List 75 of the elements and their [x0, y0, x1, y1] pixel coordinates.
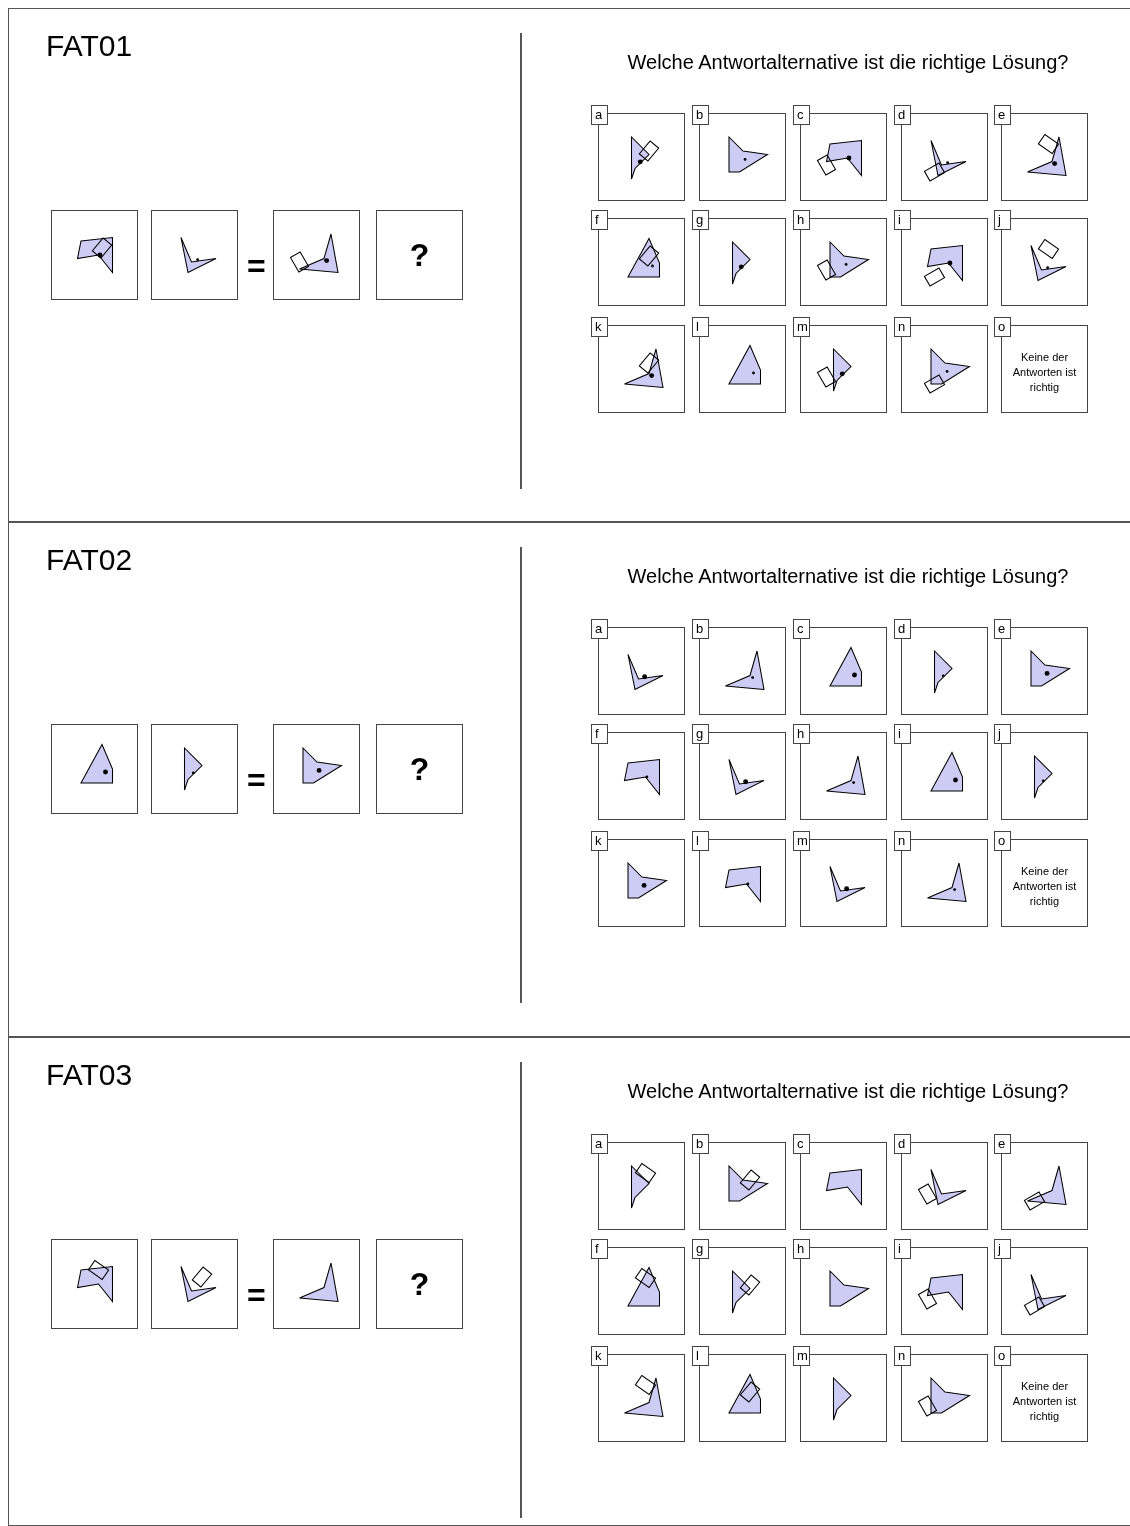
answer-placeholder-box — [376, 1239, 463, 1329]
option-letter-tag: j — [994, 210, 1011, 230]
option-letter-tag: l — [692, 317, 709, 337]
figure-box — [151, 210, 238, 300]
option-text: Keine der Antworten ist richtig — [1011, 864, 1078, 909]
option-letter-tag: d — [894, 619, 911, 639]
option-letter-tag: f — [591, 724, 608, 744]
option-letter-tag: c — [793, 619, 810, 639]
figure-box — [151, 1239, 238, 1329]
option-letter-tag: g — [692, 210, 709, 230]
option-letter-tag: a — [591, 619, 608, 639]
figure-box — [273, 724, 360, 814]
question-mark: ? — [409, 750, 430, 789]
option-letter-tag: a — [591, 1134, 608, 1154]
figure-box — [51, 724, 138, 814]
option-letter-tag: i — [894, 724, 911, 744]
answer-placeholder-box — [376, 724, 463, 814]
option-letter-tag: b — [692, 105, 709, 125]
question-panel — [8, 1037, 1130, 1526]
figure-box — [273, 210, 360, 300]
question-panel — [8, 522, 1130, 1037]
figure-box — [151, 724, 238, 814]
option-letter-tag: d — [894, 1134, 911, 1154]
option-letter-tag: m — [793, 831, 810, 851]
answer-placeholder-box — [376, 210, 463, 300]
option-letter-tag: i — [894, 210, 911, 230]
option-letter-tag: g — [692, 724, 709, 744]
option-letter-tag: h — [793, 210, 810, 230]
option-letter-tag: e — [994, 105, 1011, 125]
option-letter-tag: f — [591, 210, 608, 230]
option-letter-tag: b — [692, 619, 709, 639]
option-letter-tag: k — [591, 831, 608, 851]
equals-sign: = — [247, 247, 266, 286]
item-title: FAT02 — [46, 542, 133, 578]
option-letter-tag: j — [994, 724, 1011, 744]
option-letter-tag: a — [591, 105, 608, 125]
option-letter-tag: c — [793, 105, 810, 125]
option-letter-tag: h — [793, 724, 810, 744]
option-letter-tag: e — [994, 619, 1011, 639]
question-panel — [8, 8, 1130, 522]
option-letter-tag: o — [994, 831, 1011, 851]
option-letter-tag: n — [894, 317, 911, 337]
equals-sign: = — [247, 761, 266, 800]
item-title: FAT03 — [46, 1057, 133, 1093]
question-text: Welche Antwortalternative ist die richtige Lösung? — [626, 1079, 1070, 1104]
option-letter-tag: d — [894, 105, 911, 125]
question-text: Welche Antwortalternative ist die richtige Lösung? — [626, 564, 1070, 589]
option-letter-tag: o — [994, 1346, 1011, 1366]
item-title: FAT01 — [46, 28, 133, 64]
option-letter-tag: o — [994, 317, 1011, 337]
option-letter-tag: h — [793, 1239, 810, 1259]
question-mark: ? — [409, 236, 430, 275]
figure-box — [51, 210, 138, 300]
option-letter-tag: n — [894, 1346, 911, 1366]
option-letter-tag: e — [994, 1134, 1011, 1154]
option-letter-tag: l — [692, 1346, 709, 1366]
option-letter-tag: k — [591, 317, 608, 337]
option-text: Keine der Antworten ist richtig — [1011, 350, 1078, 395]
option-letter-tag: k — [591, 1346, 608, 1366]
option-letter-tag: b — [692, 1134, 709, 1154]
figure-box — [51, 1239, 138, 1329]
option-letter-tag: m — [793, 317, 810, 337]
option-letter-tag: i — [894, 1239, 911, 1259]
option-letter-tag: g — [692, 1239, 709, 1259]
option-letter-tag: l — [692, 831, 709, 851]
figure-box — [273, 1239, 360, 1329]
equals-sign: = — [247, 1276, 266, 1315]
option-letter-tag: n — [894, 831, 911, 851]
question-mark: ? — [409, 1265, 430, 1304]
option-letter-tag: m — [793, 1346, 810, 1366]
option-letter-tag: j — [994, 1239, 1011, 1259]
option-letter-tag: f — [591, 1239, 608, 1259]
option-text: Keine der Antworten ist richtig — [1011, 1379, 1078, 1424]
option-letter-tag: c — [793, 1134, 810, 1154]
question-text: Welche Antwortalternative ist die richtige Lösung? — [626, 50, 1070, 75]
